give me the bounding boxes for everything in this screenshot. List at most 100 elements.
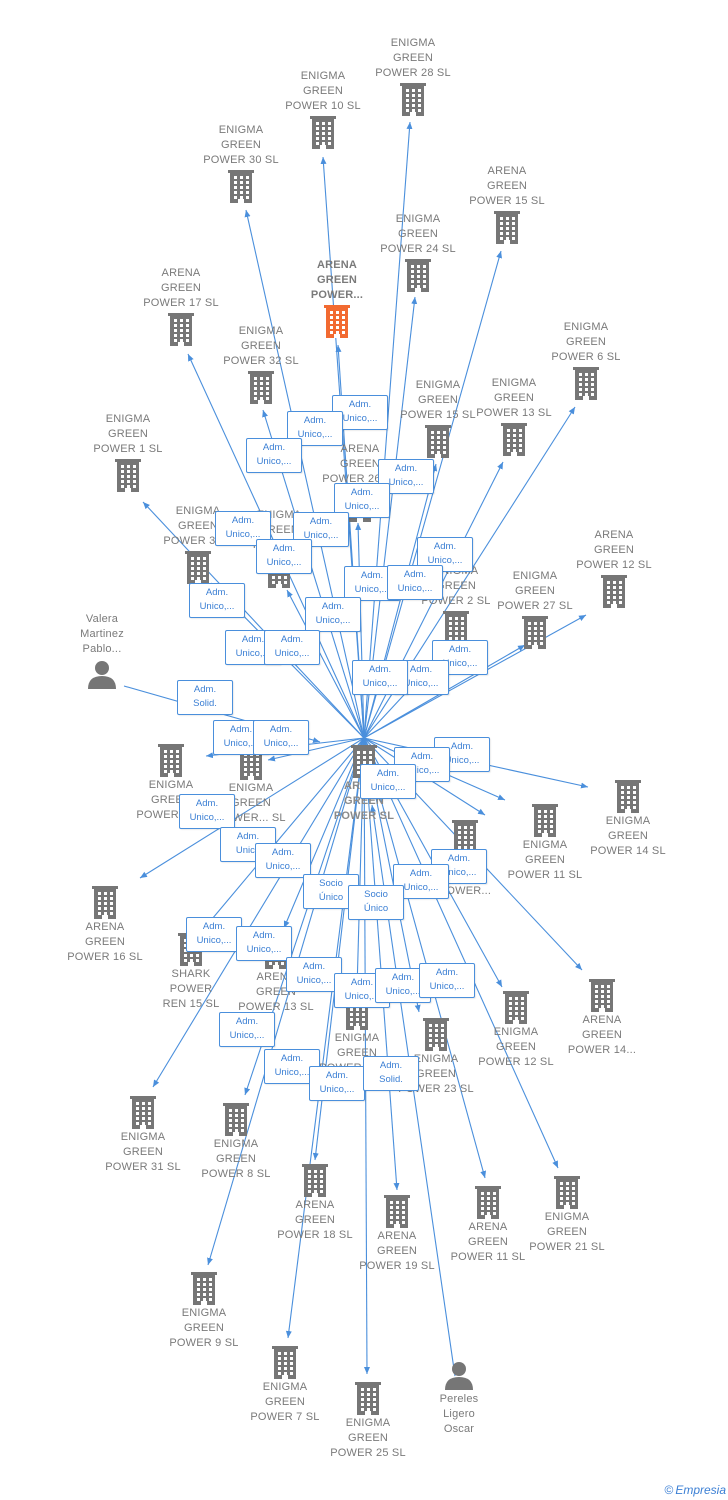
node-label[interactable]: ENIGMA GREEN POWER 8 SL <box>201 1138 271 1180</box>
node-label[interactable]: ARENA GREEN POWER 12 SL <box>576 529 652 571</box>
relation-badge[interactable]: Adm. Unico,... <box>293 512 349 547</box>
node-label[interactable]: ENIGMA GREEN POWER 27 SL <box>497 570 573 612</box>
node-label[interactable]: ARENA GREEN POWER... <box>310 259 364 301</box>
company-node[interactable]: ARENA GREEN POWER 17 SL <box>126 266 236 347</box>
company-node[interactable]: ENIGMA GREEN POWER 15 SL <box>383 378 493 459</box>
relation-badge[interactable]: Adm. Unico,... <box>360 764 416 799</box>
relation-badge[interactable]: Adm. Unico,... <box>417 537 473 572</box>
relation-badge[interactable]: Adm. Unico,... <box>387 565 443 600</box>
company-node[interactable]: ENIGMA GREEN POWER 14 SL <box>573 778 683 859</box>
node-label[interactable]: ENIGMA GREEN POWER 25 SL <box>330 1417 406 1459</box>
node-label[interactable]: ARENA GREEN POWER 11 SL <box>450 1221 526 1263</box>
node-label[interactable]: ENIGMA GREEN POWER 21 SL <box>529 1211 605 1253</box>
company-node[interactable]: ENIGMA GREEN POWER 8 SL <box>181 1101 291 1182</box>
node-label[interactable]: ENIGMA GREEN POWER 12 SL <box>478 1026 554 1068</box>
building-icon <box>494 211 520 244</box>
node-label[interactable]: ARENA GREEN POWER 13 SL <box>238 971 314 1013</box>
brand-name[interactable]: Empresia <box>675 1483 726 1497</box>
node-label[interactable]: ENIGMA GREEN POWER 11 SL <box>507 839 583 881</box>
building-icon <box>272 1346 298 1379</box>
node-label[interactable]: ENIGMA GREEN POWER 6 SL <box>551 321 621 363</box>
building-icon <box>522 616 548 649</box>
node-label[interactable]: ENIGMA GREEN POWER 32 SL <box>223 325 299 367</box>
relation-badge[interactable]: Adm. Unico,... <box>286 957 342 992</box>
company-node[interactable]: ENIGMA GREEN POWER 27 SL <box>480 569 590 650</box>
node-label[interactable]: ENIGMA GREEN POWER 14 SL <box>590 815 666 857</box>
person-node[interactable]: Valera Martinez Pablo... <box>47 610 157 689</box>
relation-badge[interactable]: Adm. Unico,... <box>419 963 475 998</box>
edge-line <box>355 522 365 739</box>
node-label[interactable]: ARENA GREEN POWER 14... <box>567 1014 637 1056</box>
edge-line <box>363 737 559 1169</box>
company-node[interactable]: ENIGMA GREEN POWER 30 SL <box>186 123 296 204</box>
company-node[interactable]: ENIGMA GREEN POWER 31 SL <box>88 1094 198 1175</box>
relation-badge[interactable]: Adm. Solid. <box>177 680 233 715</box>
company-node[interactable]: ARENA GREEN POWER 12 SL <box>559 528 669 609</box>
node-label[interactable]: ENIGMA GREEN POWER 31 SL <box>105 1131 181 1173</box>
relation-badge[interactable]: Adm. Unico,... <box>179 794 235 829</box>
node-label[interactable]: ARENA GREEN POWER 17 SL <box>143 267 219 309</box>
building-icon <box>355 1382 381 1415</box>
node-label[interactable]: ENIGMA GREEN POWER 9 SL <box>169 1307 239 1349</box>
company-node[interactable]: ENIGMA GREEN POWER 28 SL <box>358 36 468 117</box>
relation-badge[interactable]: Adm. Unico,... <box>264 630 320 665</box>
company-node[interactable]: ENIGMA GREEN POWER 1 SL <box>73 412 183 493</box>
node-label[interactable]: ENIGMA GREEN POWER 24 SL <box>380 213 456 255</box>
node-label[interactable]: Valera Martinez Pablo... <box>80 613 124 655</box>
company-node[interactable]: ENIGMA GREEN POWER 13 SL <box>459 376 569 457</box>
company-node[interactable]: ENIGMA GREEN POWER 10 SL <box>268 69 378 150</box>
relation-badge[interactable]: Adm. Solid. <box>363 1056 419 1091</box>
relation-badge[interactable]: Adm. Unico,... <box>219 1012 275 1047</box>
relation-badge[interactable]: Adm. Unico,... <box>256 539 312 574</box>
node-label[interactable]: ENIGMA GREEN POWER 30 SL <box>203 124 279 166</box>
node-label[interactable]: ENIGMA GREEN POWER 28 SL <box>375 37 451 79</box>
company-node[interactable]: ARENA GREEN POWER 19 SL <box>342 1193 452 1274</box>
relation-badge[interactable]: Adm. Unico,... <box>432 640 488 675</box>
company-node[interactable]: ARENA GREEN POWER 16 SL <box>50 884 160 965</box>
relation-badge[interactable]: Adm. Unico,... <box>186 917 242 952</box>
relation-badge[interactable]: Adm. Unico,... <box>305 597 361 632</box>
relation-badge[interactable]: Adm. Unico,... <box>246 438 302 473</box>
node-label[interactable]: ARENA GREEN POWER 19 SL <box>359 1230 435 1272</box>
relation-badge[interactable]: Adm. Unico,... <box>287 411 343 446</box>
company-node[interactable]: ENIGMA GREEN POWER 7 SL <box>230 1344 340 1425</box>
company-node[interactable]: ENIGMA GREEN POWER 25 SL <box>313 1380 423 1461</box>
company-node[interactable]: ENIGMA GREEN POWER 12 SL <box>461 989 571 1070</box>
company-node[interactable]: ENIGMA GREEN POWER 9 SL <box>149 1270 259 1351</box>
person-node[interactable]: Pereles Ligero Oscar <box>404 1358 514 1437</box>
company-node[interactable]: ENIGMA GREEN POWER 11 SL <box>490 802 600 883</box>
node-label[interactable]: ENIGMA GREEN POWER 1 SL <box>93 413 163 455</box>
relation-badge[interactable]: Adm. Unico,... <box>215 511 271 546</box>
building-icon <box>475 1186 501 1219</box>
edge-line <box>152 737 365 1088</box>
relation-badge[interactable]: Socio Único <box>348 885 404 920</box>
node-label[interactable]: ARENA GREEN POWER 15 SL <box>469 165 545 207</box>
company-node[interactable]: ARENA GREEN POWER 14... <box>547 977 657 1058</box>
company-node[interactable]: ENIGMA GREEN POWER 3 SL <box>143 504 253 585</box>
company-node[interactable]: ENIGMA GREEN POWER 6 SL <box>531 320 641 401</box>
node-label[interactable]: ENIGMA GREEN POWER 10 SL <box>285 70 361 112</box>
node-label[interactable]: ENIGMA GREEN POWER 7 SL <box>250 1381 320 1423</box>
relation-badge[interactable]: Adm. Unico,... <box>189 583 245 618</box>
node-label[interactable]: ARENA GREEN POWER 16 SL <box>67 921 143 963</box>
node-label[interactable]: SHARK POWER REN 15 SL <box>162 968 220 1010</box>
edge-line <box>363 121 413 739</box>
company-node[interactable]: ARENA GREEN POWER 18 SL <box>260 1162 370 1243</box>
company-node[interactable]: ENIGMA GREEN POWER 21 SL <box>512 1174 622 1255</box>
relation-badge[interactable]: Adm. Unico,... <box>255 843 311 878</box>
relation-badge[interactable]: Adm. Unico,... <box>352 660 408 695</box>
node-label[interactable]: ENIGMA GREEN POWER 13 SL <box>476 377 552 419</box>
node-label[interactable]: ENIGMA GREEN POWER 15 SL <box>400 379 476 421</box>
relation-badge[interactable]: Adm. Unico,... <box>253 720 309 755</box>
company-node[interactable]: ARENA GREEN POWER... <box>282 258 392 339</box>
company-node[interactable]: ENIGMA GREEN POWER 32 SL <box>206 324 316 405</box>
company-node[interactable]: ENIGMA GREEN POWER 24 SL <box>363 212 473 293</box>
relation-badge[interactable]: Adm. Unico,... <box>236 926 292 961</box>
node-label[interactable]: Pereles Ligero Oscar <box>439 1393 479 1435</box>
node-label[interactable]: ARENA GREEN POWER 18 SL <box>277 1199 353 1241</box>
person-icon <box>88 661 116 689</box>
company-node[interactable]: ARENA GREEN POWER 15 SL <box>452 164 562 245</box>
company-node[interactable]: ARENA GREEN POWER 11 SL <box>433 1184 543 1265</box>
building-icon <box>503 991 529 1024</box>
relation-badge[interactable]: Adm. Unico,... <box>309 1066 365 1101</box>
